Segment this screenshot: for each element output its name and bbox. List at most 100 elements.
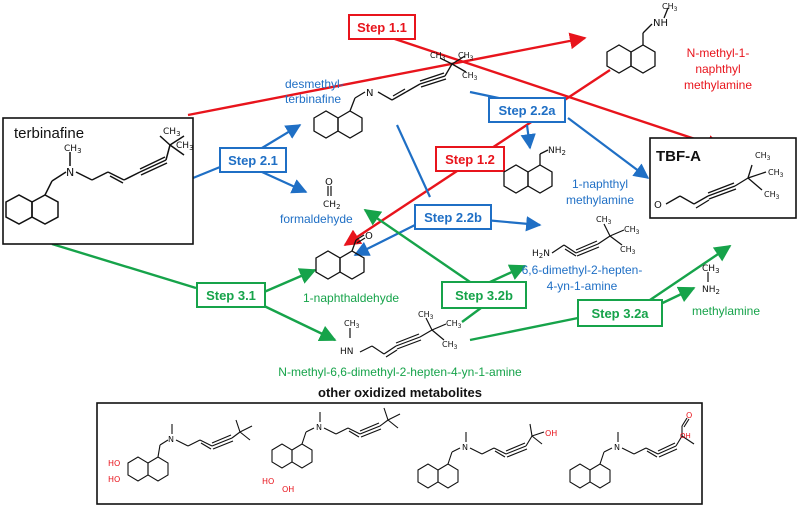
step-2-2b-label: Step 2.2b bbox=[424, 210, 482, 225]
naphthylmethylamine-NH2: NH2 bbox=[548, 146, 566, 157]
step-3-1-label: Step 3.1 bbox=[206, 288, 256, 303]
tbfa-box bbox=[649, 137, 797, 219]
nmethylnaphthyl-structure bbox=[606, 7, 669, 74]
naphthaldehyde-name: 1-naphthaldehyde bbox=[303, 291, 399, 305]
heptenynamine-line1: 6,6-dimethyl-2-hepten- bbox=[522, 263, 643, 277]
arrow-step-2-1-to-formaldehyde bbox=[261, 170, 308, 194]
formaldehyde-name: formaldehyde bbox=[280, 212, 353, 226]
naphthylmethylamine-compound: NH2 1-naphthyl methylamine bbox=[503, 146, 634, 207]
step-2-2a-box[interactable]: Step 2.2a bbox=[488, 97, 566, 123]
arrow-to-step-3-2a bbox=[469, 316, 579, 342]
methylamine-NH2: NH2 bbox=[702, 285, 720, 296]
heptenynamine-H2N: H2N bbox=[532, 249, 550, 260]
tbfa-compound: TBF-A O CH3 CH3 CH3 bbox=[649, 137, 797, 219]
desmethyl-structure bbox=[313, 55, 467, 139]
other-metabolites-title: other oxidized metabolites bbox=[318, 385, 482, 400]
naphthaldehyde-O: O bbox=[365, 231, 373, 242]
tbfa-structure bbox=[665, 164, 767, 209]
methylamine-compound: CH3 NH2 methylamine bbox=[692, 264, 760, 318]
formaldehyde-O: O bbox=[325, 177, 333, 188]
arrow-step-1-1-to-tbfa bbox=[379, 32, 724, 152]
step-2-1-box[interactable]: Step 2.1 bbox=[219, 147, 287, 173]
tbfa-name: TBF-A bbox=[656, 148, 701, 165]
metabolite3-OH: OH bbox=[545, 429, 557, 438]
desmethyl-name-line1: desmethyl- bbox=[285, 77, 344, 91]
metabolite-carboxylic-acid-4: N O OH bbox=[569, 411, 695, 489]
terbinafine-CH3-right: CH3 bbox=[176, 141, 194, 152]
step-2-1-label: Step 2.1 bbox=[228, 153, 278, 168]
terbinafine-box bbox=[2, 117, 194, 245]
other-metabolites-box bbox=[96, 402, 703, 505]
naphthaldehyde-structure bbox=[315, 234, 366, 280]
desmethyl-N: N bbox=[366, 88, 373, 99]
metabolite2-OH: OH bbox=[282, 485, 294, 494]
methylamine-name: methylamine bbox=[692, 304, 760, 318]
arrow-step-3-2b-to-heptenynamine bbox=[489, 264, 527, 284]
arrow-desmethyl-to-step-2-2b bbox=[396, 124, 431, 198]
step-3-2a-box[interactable]: Step 3.2a bbox=[577, 299, 663, 327]
step-3-2b-box[interactable]: Step 3.2b bbox=[441, 281, 527, 309]
metabolite-hydroxy-3: N OH bbox=[417, 423, 557, 489]
nmethylnaphthylmethylamine-compound: NH CH3 N-methyl-1- naphthyl methylamine bbox=[606, 2, 752, 92]
nmethyl-name-line1: N-methyl-1- bbox=[687, 46, 750, 60]
heptenynamine-CH3-a: CH3 bbox=[596, 215, 612, 226]
step-1-1-box[interactable]: Step 1.1 bbox=[348, 14, 416, 40]
terbinafine-structure bbox=[5, 135, 185, 225]
arrow-step-2-2a-to-tbfa bbox=[567, 117, 650, 179]
tbfa-CH3-a: CH3 bbox=[755, 151, 771, 162]
desmethyl-terbinafine-compound: desmethyl- terbinafine N CH3 CH3 CH3 bbox=[285, 51, 478, 139]
arrow-step-3-2a-to-tbfa bbox=[649, 245, 732, 301]
other-metabolites-panel: other oxidized metabolites bbox=[96, 385, 703, 505]
nmethyldimethyl-CH3-a: CH3 bbox=[418, 310, 434, 321]
step-2-2b-box[interactable]: Step 2.2b bbox=[414, 204, 492, 230]
metabolite1-HO-a: HO bbox=[108, 459, 120, 468]
arrow-step-3-1-to-naphthaldehyde bbox=[263, 268, 317, 294]
arrow-step-3-2b-to-formaldehyde bbox=[363, 209, 471, 283]
nmethyldimethyl-CH3-b: CH3 bbox=[446, 319, 462, 330]
dimethylheptenynamine-compound: H2N CH3 CH3 CH3 6,6-dimethyl-2-hepten- 4… bbox=[522, 215, 643, 293]
terbinafine-CH3: CH3 bbox=[64, 144, 82, 155]
arrow-terbinafine-to-step-3-1 bbox=[51, 242, 197, 290]
nmethyldimethyl-CH3-N: CH3 bbox=[344, 319, 360, 330]
formaldehyde-CH2: CH2 bbox=[323, 200, 341, 211]
nmethyldimethyl-structure bbox=[349, 317, 447, 358]
step-2-2a-label: Step 2.2a bbox=[498, 103, 556, 118]
step-3-1-box[interactable]: Step 3.1 bbox=[196, 282, 266, 308]
metabolite4-N: N bbox=[614, 443, 620, 452]
dimethylheptenynamine-structure bbox=[551, 223, 625, 257]
heptenynamine-line2: 4-yn-1-amine bbox=[547, 279, 618, 293]
naphthylmethylamine-line1: 1-naphthyl bbox=[572, 177, 628, 191]
step-1-1-label: Step 1.1 bbox=[357, 20, 407, 35]
metabolite4-O: O bbox=[686, 411, 692, 420]
nmethyldimethyl-compound: CH3 HN CH3 CH3 CH3 N-methyl-6,6-dimethyl… bbox=[278, 310, 522, 379]
arrow-step-2-2b-to-heptenynamine bbox=[484, 216, 542, 232]
arrow-step-2-2b-to-naphthaldehyde bbox=[353, 224, 416, 256]
nmethyl-name-line2: naphthyl bbox=[695, 62, 740, 76]
naphthaldehyde-compound: O 1-naphthaldehyde bbox=[303, 231, 399, 305]
naphthylmethylamine-structure bbox=[503, 149, 553, 194]
metabolite1-N: N bbox=[168, 435, 174, 444]
metabolite3-N: N bbox=[462, 443, 468, 452]
naphthylmethylamine-line2: methylamine bbox=[566, 193, 634, 207]
nmethyldimethyl-HN: HN bbox=[340, 347, 354, 357]
step-3-2a-label: Step 3.2a bbox=[591, 306, 649, 321]
green-arrows bbox=[51, 209, 732, 342]
metabolite4-OH: OH bbox=[680, 432, 691, 440]
heptenynamine-CH3-c: CH3 bbox=[620, 245, 636, 256]
metabolite-dihydrodiol-1: N HO HO bbox=[108, 419, 253, 484]
terbinafine-CH3-top: CH3 bbox=[163, 127, 181, 138]
desmethyl-CH3-b: CH3 bbox=[458, 51, 474, 62]
terbinafine-compound: terbinafine N CH3 CH3 CH3 bbox=[2, 117, 194, 245]
heptenynamine-CH3-b: CH3 bbox=[624, 225, 640, 236]
step-1-2-box[interactable]: Step 1.2 bbox=[435, 146, 505, 172]
arrow-step-2-1-to-desmethyl bbox=[261, 124, 302, 149]
tbfa-O: O bbox=[654, 200, 662, 211]
step-3-2b-label: Step 3.2b bbox=[455, 288, 513, 303]
metabolite1-HO-b: HO bbox=[108, 475, 120, 484]
terbinafine-name: terbinafine bbox=[14, 125, 84, 142]
metabolite2-HO: HO bbox=[262, 477, 274, 486]
desmethyl-CH3-a: CH3 bbox=[430, 51, 446, 62]
metabolite-dihydrodiol-2: N HO OH bbox=[262, 407, 401, 494]
desmethyl-CH3-c: CH3 bbox=[462, 71, 478, 82]
